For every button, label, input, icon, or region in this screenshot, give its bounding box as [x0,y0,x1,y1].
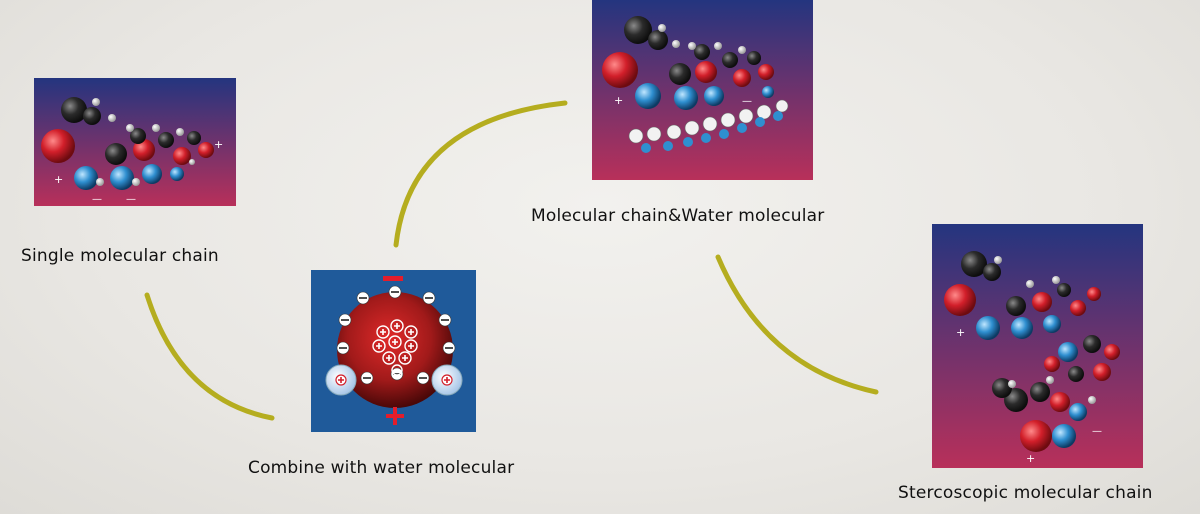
svg-text:+: + [214,138,223,151]
step-label-stereoscopic-chain: Stercoscopic molecular chain [898,483,1153,503]
connector-arc-1 [144,292,275,421]
svg-text:—: — [742,96,752,107]
svg-text:—: — [126,194,136,205]
chain-water-image: + — [592,0,813,180]
connector-arc-2 [393,100,568,248]
molecule-chain-icon: + — [592,0,813,180]
single-chain-image: + + — — [34,78,236,206]
step-label-single-chain: Single molecular chain [21,246,219,266]
step-label-chain-water: Molecular chain&Water molecular [531,206,825,226]
step-label-combine-water: Combine with water molecular [248,458,515,478]
molecule-chain-icon: + + — [932,224,1143,468]
connector-arc-3 [715,254,879,395]
molecule-chain-icon: + + — — [34,78,236,206]
svg-text:+: + [956,326,965,339]
svg-text:+: + [1026,452,1035,465]
svg-text:—: — [92,194,102,205]
stereoscopic-chain-image: + + — [932,224,1143,468]
svg-text:+: + [614,94,623,107]
svg-text:—: — [1092,426,1102,437]
water-molecule-icon [311,270,476,432]
water-combine-image [311,270,476,432]
svg-text:+: + [54,173,63,186]
